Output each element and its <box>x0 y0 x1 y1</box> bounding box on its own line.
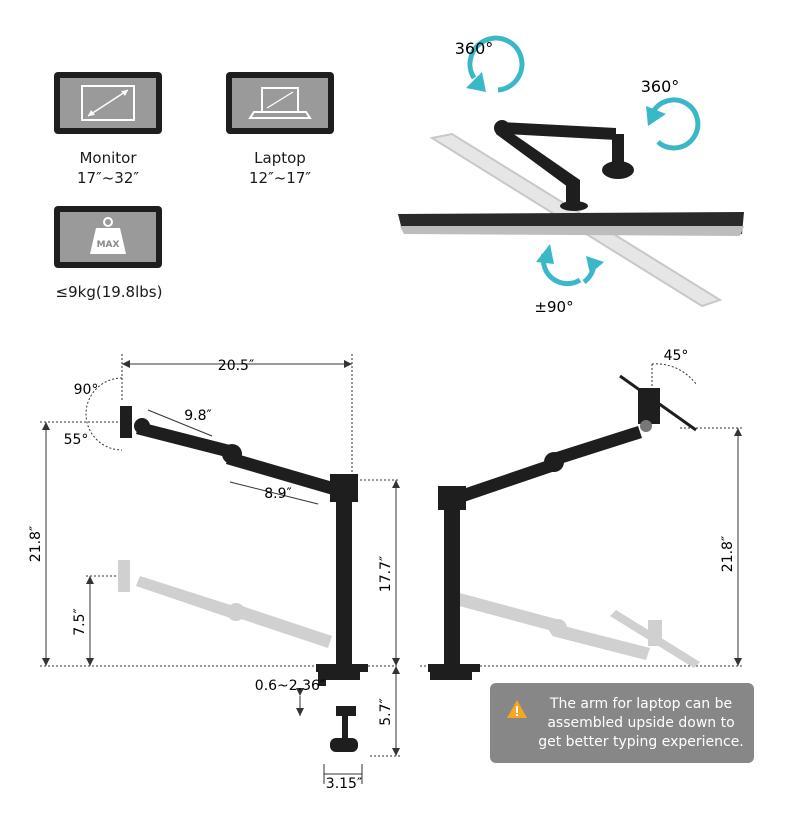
monitor-size-icon <box>54 72 162 134</box>
laptop-arm-lower <box>460 458 558 502</box>
clamp-thickness-label: 0.6~2.36″ <box>255 678 325 694</box>
laptop-tray <box>619 374 697 432</box>
max-badge: MAX <box>97 240 120 250</box>
arm-upper <box>500 122 616 140</box>
ghost-laptop-tray <box>610 610 700 668</box>
weight-spec-label: ≤9kg(19.8lbs) <box>55 283 163 301</box>
pole <box>336 474 352 666</box>
rotation-label-right: 360° <box>641 77 680 96</box>
left-height-label: 21.8″ <box>28 526 44 562</box>
upside-down-callout: The arm for laptop can be assembled upsi… <box>490 683 754 763</box>
tilt-label: ±90° <box>534 298 573 316</box>
rotation-label-left: 360° <box>455 39 494 58</box>
monitor-dimension-diagram: 20.5″ 9.8″ 8.9″ 90° 55° 21.8″ 7.5″ 17.7″… <box>28 354 400 792</box>
laptop-size-icon <box>226 72 334 134</box>
rotate-arrow-left <box>467 35 525 93</box>
monitor-spec-label: Monitor 17″~32″ <box>77 149 139 187</box>
weight-icon: MAX <box>54 206 162 268</box>
desk-clamp-top <box>316 664 368 672</box>
pole-height-label: 17.7″ <box>378 556 394 592</box>
arm-lower-left <box>226 452 340 496</box>
rotation-illustration: 360° 360° ±90° <box>398 35 744 316</box>
laptop-spec-label: Laptop 12″~17″ <box>249 149 311 187</box>
warning-icon <box>507 700 527 718</box>
callout-text: The arm for laptop can be assembled upsi… <box>538 696 744 750</box>
width-label: 20.5″ <box>218 358 254 374</box>
arm-lower <box>496 126 580 190</box>
tray-angle-label: 45° <box>664 348 689 364</box>
laptop-mount <box>638 388 660 424</box>
right-height-label: 21.8″ <box>720 536 736 572</box>
laptop-dimension-diagram: 45° 21.8″ <box>420 348 744 680</box>
arm-upper-left <box>136 422 234 458</box>
clamp-depth-label: 5.7″ <box>378 698 394 726</box>
upper-arm-label: 9.8″ <box>184 408 212 424</box>
low-height-label: 7.5″ <box>72 608 88 636</box>
clamp-knob <box>330 738 358 752</box>
monitor-mount <box>120 406 132 438</box>
clamp-width-label: 3.15″ <box>326 776 362 792</box>
rotate-arrow-right <box>649 97 701 151</box>
lower-arm-label: 8.9″ <box>264 486 292 502</box>
ghost-monitor-mount <box>118 560 130 592</box>
laptop-arm-upper <box>550 426 642 466</box>
tilt-up-label: 90° <box>74 382 99 398</box>
tilt-down-label: 55° <box>64 432 89 448</box>
laptop-pole <box>444 486 460 666</box>
